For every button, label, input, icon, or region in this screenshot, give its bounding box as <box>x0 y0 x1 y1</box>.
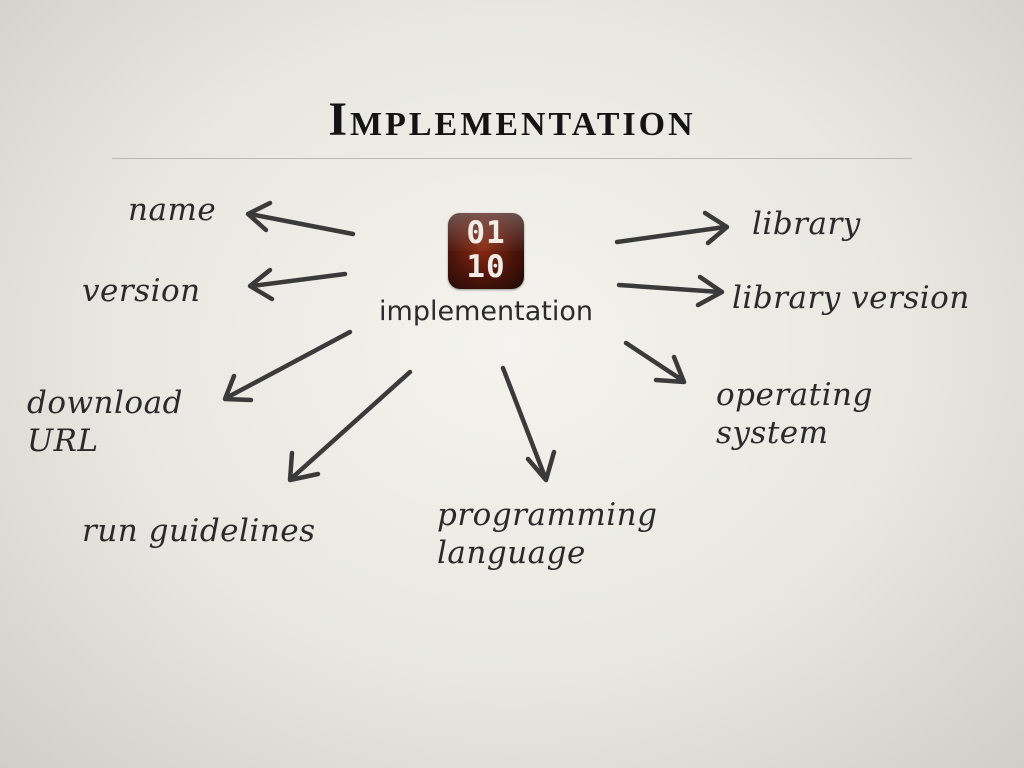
node-library-version: library version <box>732 280 970 316</box>
arrow-to-download-url <box>222 329 353 403</box>
node-operating-system-line2: system <box>716 415 829 451</box>
node-download-url-line1: download <box>27 385 183 421</box>
icon-gloss <box>448 213 524 251</box>
center-node-label: implementation <box>379 296 593 327</box>
node-download-url-line2: URL <box>27 423 99 459</box>
title-divider <box>112 158 912 159</box>
arrow-to-name <box>245 200 356 237</box>
node-version: version <box>82 273 201 309</box>
node-programming-language: programming language <box>437 496 658 572</box>
slide-title: Implementation <box>328 93 696 146</box>
node-run-guidelines: run guidelines <box>82 513 316 549</box>
arrow-to-run-guidelines <box>287 369 413 483</box>
node-operating-system: operating system <box>716 376 873 452</box>
arrow-to-version <box>247 267 348 302</box>
icon-digits: 01 10 <box>448 216 524 284</box>
arrow-to-library <box>614 210 730 246</box>
node-operating-system-line1: operating <box>716 377 873 413</box>
node-programming-language-line1: programming <box>437 497 658 533</box>
icon-digits-bottom: 10 <box>466 249 506 285</box>
arrow-to-library-version <box>616 274 725 308</box>
node-download-url: download URL <box>27 384 183 460</box>
node-library: library <box>752 206 861 242</box>
arrow-to-operating-system <box>623 340 687 385</box>
binary-icon: 01 10 <box>448 213 524 289</box>
arrow-to-programming-language <box>500 365 557 483</box>
node-programming-language-line2: language <box>437 535 586 571</box>
node-name: name <box>128 192 217 228</box>
icon-digits-top: 01 <box>466 215 506 251</box>
